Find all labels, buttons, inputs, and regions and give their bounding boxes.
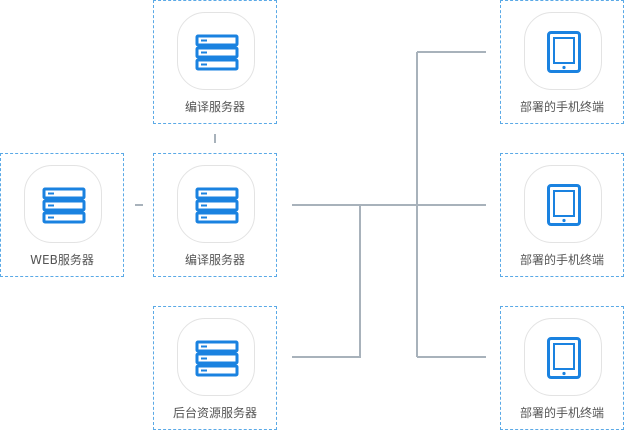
mobile-terminal-label-2: 部署的手机终端 <box>519 253 604 267</box>
backend-resource-server-label: 后台资源服务器 <box>172 406 257 420</box>
mobile-icon <box>547 337 581 379</box>
server-icon <box>195 187 239 224</box>
icon-tile <box>177 318 255 396</box>
server-icon <box>195 34 239 71</box>
mobile-terminal-label-1: 部署的手机终端 <box>519 100 604 114</box>
icon-tile <box>177 12 255 90</box>
server-icon <box>195 340 239 377</box>
icon-tile <box>524 12 602 90</box>
mobile-terminal-node-1: 部署的手机终端 <box>500 0 624 124</box>
web-server-node: WEB服务器 <box>0 153 124 277</box>
mobile-terminal-node-2: 部署的手机终端 <box>500 153 624 277</box>
mobile-icon <box>547 31 581 73</box>
icon-tile <box>177 165 255 243</box>
backend-to-bus-line <box>292 205 361 358</box>
web-server-label: WEB服务器 <box>30 253 94 267</box>
mobile-icon <box>547 184 581 226</box>
icon-tile <box>24 165 102 243</box>
backend-resource-server-node: 后台资源服务器 <box>153 306 277 430</box>
compile-server-top-node: 编译服务器 <box>153 0 277 124</box>
compile-server-main-node: 编译服务器 <box>153 153 277 277</box>
icon-tile <box>524 318 602 396</box>
compile-server-main-label: 编译服务器 <box>184 253 245 267</box>
icon-tile <box>524 165 602 243</box>
server-icon <box>42 187 86 224</box>
mobile-terminal-label-3: 部署的手机终端 <box>519 406 604 420</box>
mobile-terminal-node-3: 部署的手机终端 <box>500 306 624 430</box>
compile-server-top-label: 编译服务器 <box>184 100 245 114</box>
